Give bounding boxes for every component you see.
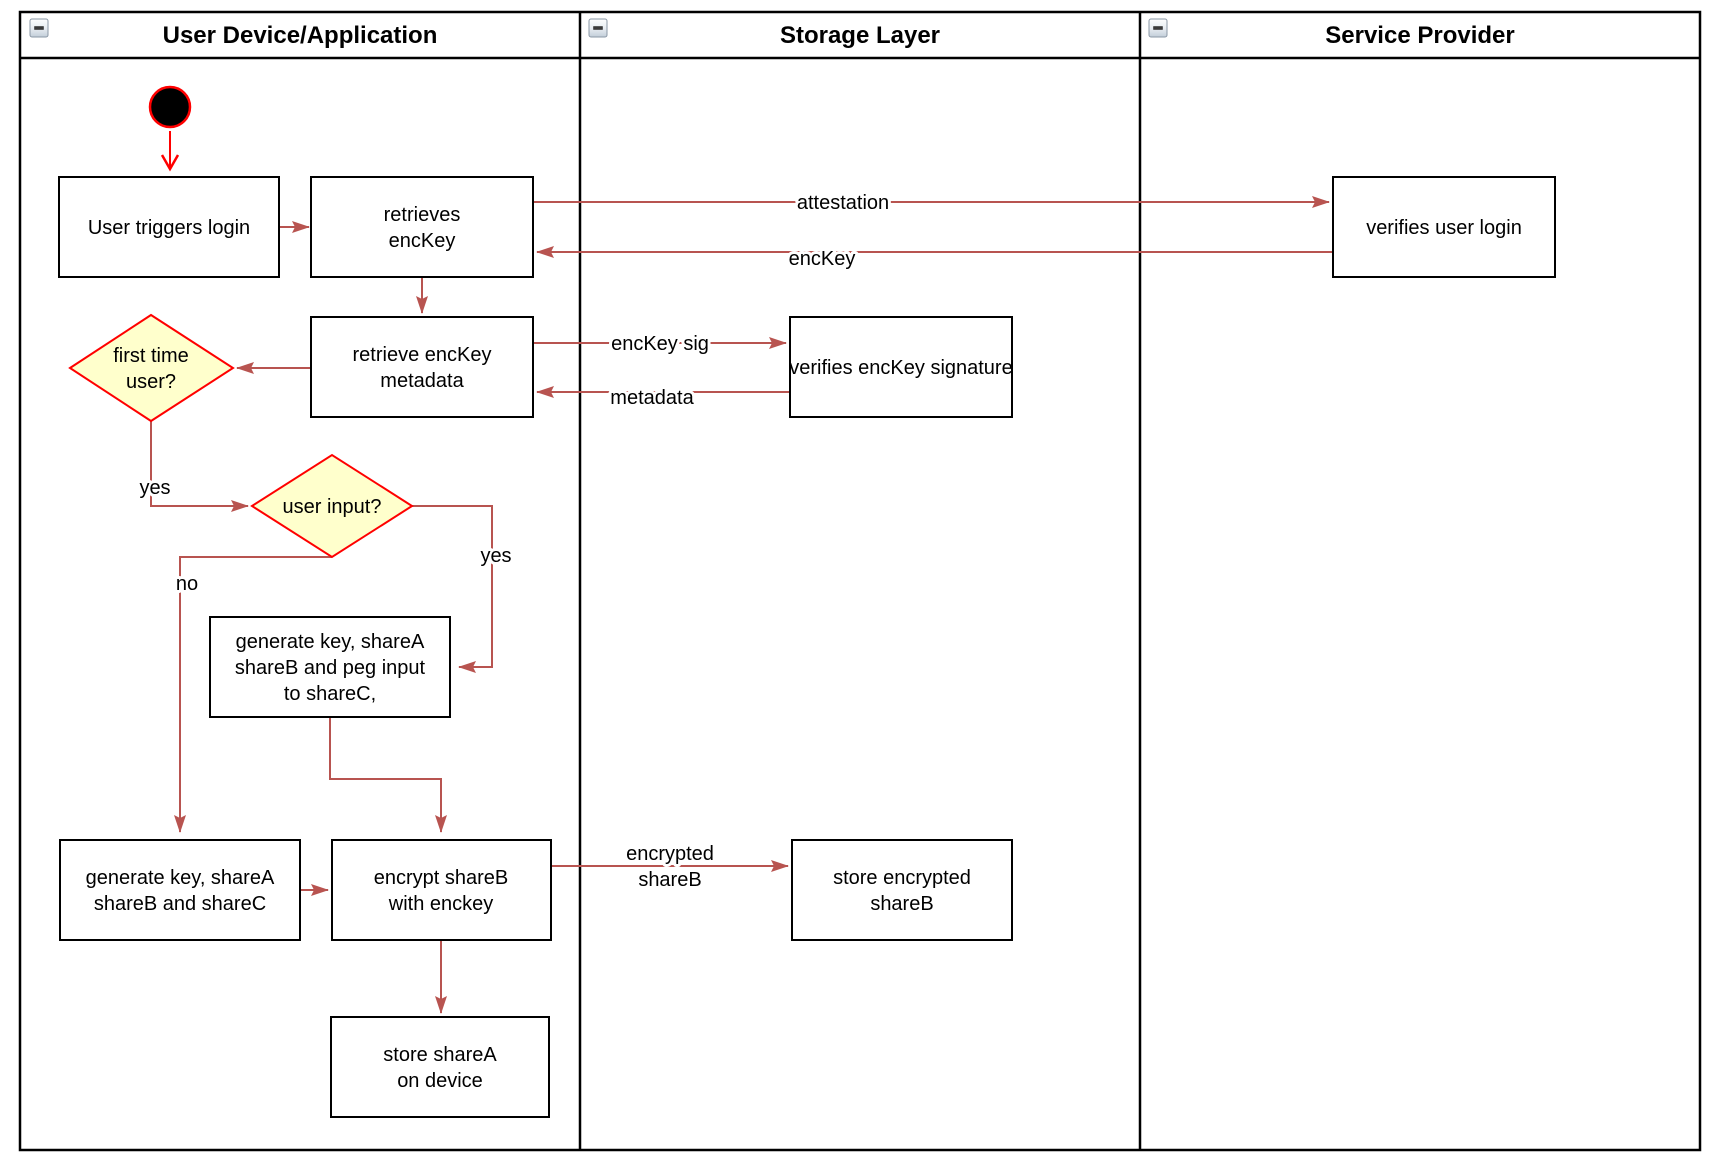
node-box[interactable] <box>58 176 280 278</box>
minus-glyph <box>34 26 44 30</box>
edge-label-yes-user-input: yes <box>480 545 511 567</box>
edge-label-metadata: metadata <box>610 387 694 409</box>
node-box[interactable] <box>209 616 451 718</box>
edge-label-encrypted-line1: encrypted <box>626 843 714 865</box>
node-label: on device <box>397 1070 483 1092</box>
node-label: User triggers login <box>88 217 250 239</box>
node-verifies-user-login[interactable]: verifies user login <box>1332 176 1556 278</box>
node-label: shareB and shareC <box>94 893 266 915</box>
node-generate-key-shares[interactable]: generate key, shareA shareB and shareC <box>59 839 301 941</box>
lane-title-storage-layer: Storage Layer <box>780 22 940 49</box>
edge-peg-to-encrypt <box>329 717 447 833</box>
lane-header-storage-layer[interactable]: Storage Layer <box>588 18 940 49</box>
decision-user-input[interactable]: user input? <box>250 453 414 559</box>
node-box[interactable] <box>330 1016 550 1118</box>
node-label: retrieve encKey <box>353 344 492 366</box>
node-user-triggers-login[interactable]: User triggers login <box>58 176 280 278</box>
node-box[interactable] <box>59 839 301 941</box>
edge-yes-to-userinput <box>150 421 249 512</box>
edge-yes-to-peg <box>412 505 493 673</box>
lane-header-service-provider[interactable]: Service Provider <box>1148 18 1515 49</box>
node-box[interactable] <box>789 316 1013 418</box>
node-label: encKey <box>389 230 456 252</box>
node-verifies-enckey-signature[interactable]: verifies encKey signature <box>789 316 1013 418</box>
node-encrypt-shareb[interactable]: encrypt shareB with enckey <box>331 839 552 941</box>
collapse-button-user-device[interactable] <box>29 18 49 38</box>
node-label: store encrypted <box>833 867 971 889</box>
minus-glyph <box>593 26 603 30</box>
edge-no-to-generate <box>174 556 332 833</box>
node-label: verifies encKey signature <box>789 357 1012 379</box>
node-store-sharea-on-device[interactable]: store shareA on device <box>330 1016 550 1118</box>
lane-title-user-device: User Device/Application <box>163 22 438 49</box>
node-box[interactable] <box>310 316 534 418</box>
start-node[interactable] <box>148 85 192 129</box>
node-box[interactable] <box>1332 176 1556 278</box>
node-label: user? <box>126 371 176 393</box>
node-label: verifies user login <box>1366 217 1522 239</box>
node-label: generate key, shareA <box>86 867 275 889</box>
node-label: shareB and peg input <box>235 657 426 679</box>
node-label: store shareA <box>383 1044 497 1066</box>
node-label: encrypt shareB <box>374 867 509 889</box>
edge-label-enckey: encKey <box>789 248 856 270</box>
decision-diamond[interactable] <box>68 313 235 423</box>
node-box[interactable] <box>791 839 1013 941</box>
node-retrieves-enckey[interactable]: retrieves encKey <box>310 176 534 278</box>
lane-header-user-device[interactable]: User Device/Application <box>29 18 438 49</box>
node-retrieve-enckey-metadata[interactable]: retrieve encKey metadata <box>310 316 534 418</box>
node-label: metadata <box>380 370 464 392</box>
node-label: first time <box>113 345 189 367</box>
edge-label-yes-first-time: yes <box>139 477 170 499</box>
edges <box>150 131 1333 1014</box>
node-label: to shareC, <box>284 683 376 705</box>
node-box[interactable] <box>331 839 552 941</box>
collapse-button-service-provider[interactable] <box>1148 18 1168 38</box>
lane-title-service-provider: Service Provider <box>1325 22 1514 49</box>
node-label: shareB <box>870 893 933 915</box>
edge-label-encrypted-line2: shareB <box>638 869 701 891</box>
edge-labels: attestation encKey encKey sig metadata y… <box>136 189 892 894</box>
node-label: with enckey <box>388 893 494 915</box>
edge-label-attestation: attestation <box>797 192 889 214</box>
edge-label-enckey-sig: encKey sig <box>611 333 709 355</box>
collapse-button-storage-layer[interactable] <box>588 18 608 38</box>
edge-label-no-user-input: no <box>176 573 198 595</box>
node-label: user input? <box>283 496 382 518</box>
start-circle-icon[interactable] <box>148 85 192 129</box>
minus-glyph <box>1153 26 1163 30</box>
pool-border <box>18 10 1702 1152</box>
decision-first-time-user[interactable]: first time user? <box>68 313 235 423</box>
node-store-encrypted-shareb[interactable]: store encrypted shareB <box>791 839 1013 941</box>
node-label: generate key, shareA <box>236 631 425 653</box>
node-label: retrieves <box>384 204 461 226</box>
node-generate-key-peg-input[interactable]: generate key, shareA shareB and peg inpu… <box>209 616 451 718</box>
node-box[interactable] <box>310 176 534 278</box>
decision-diamond[interactable] <box>250 453 414 559</box>
